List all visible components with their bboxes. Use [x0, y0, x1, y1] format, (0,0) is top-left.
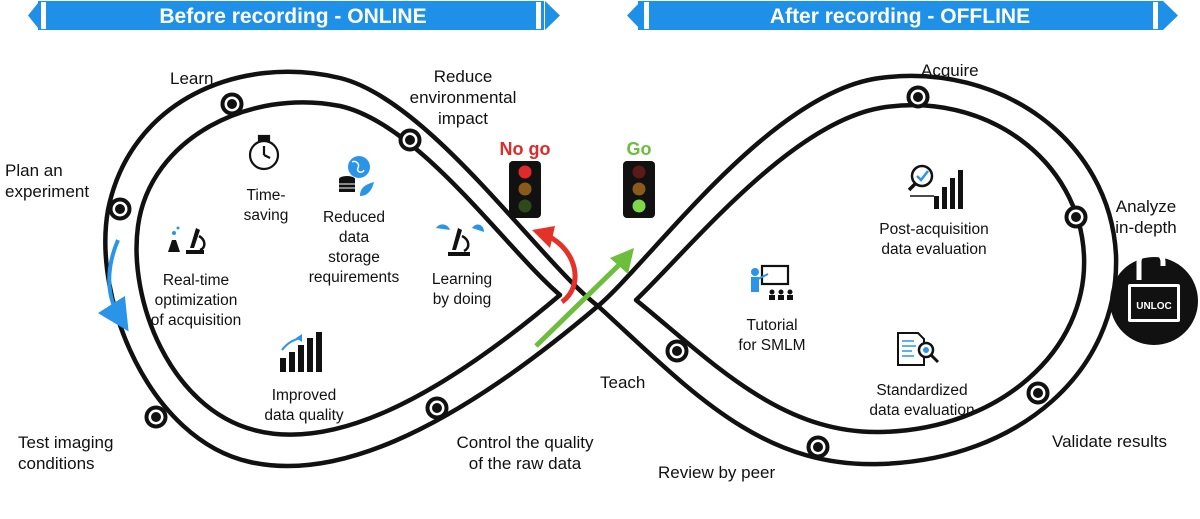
waypoint-test [144, 405, 168, 429]
microscope-hands-icon [436, 224, 484, 256]
step-acquire: Acquire [921, 61, 979, 80]
step-learn: Learn [170, 69, 214, 88]
offline-banner-title: After recording - OFFLINE [770, 5, 1030, 28]
stopwatch-icon [248, 134, 280, 171]
waypoint-reduce [398, 128, 422, 152]
online-banner-title: Before recording - ONLINE [159, 5, 426, 28]
go-traffic-light: Go [623, 139, 655, 218]
microscope-flask-icon [168, 226, 206, 254]
infinity-track [103, 69, 1119, 469]
step-validate: Validate results [1052, 432, 1167, 451]
online-direction-arrow [97, 239, 129, 332]
padlock-unlocked-icon: UNLOC [1110, 241, 1198, 345]
bar-chart-icon [280, 332, 322, 372]
benefit-time-saving: Time-saving [243, 187, 289, 224]
document-magnifier-icon [897, 332, 940, 366]
track-right-outer [595, 73, 1119, 467]
waypoint-control [425, 396, 449, 420]
magnifier-chart-icon [907, 164, 963, 209]
waypoint-acquire [906, 85, 930, 109]
globe-database-icon [339, 156, 374, 196]
nogo-arrow [532, 226, 578, 305]
step-teach: Teach [600, 373, 646, 392]
waypoint-plan [108, 197, 132, 221]
nogo-label: No go [500, 139, 551, 159]
nogo-traffic-light: No go [500, 139, 551, 218]
waypoint-analyze [1064, 205, 1088, 229]
track-waypoints [108, 85, 1088, 459]
teacher-icon [751, 264, 793, 300]
go-label: Go [627, 139, 652, 159]
go-arrow [534, 248, 634, 348]
waypoint-review [806, 435, 830, 459]
track-right-inner [633, 102, 1087, 435]
waypoint-teach [665, 339, 689, 363]
waypoint-learn [220, 92, 244, 116]
step-review-peer: Review by peer [658, 463, 776, 482]
unlock-label: UNLOC [1136, 301, 1172, 312]
waypoint-validate [1026, 381, 1050, 405]
online-banner: Before recording - ONLINE [28, 1, 560, 30]
offline-banner: After recording - OFFLINE [627, 1, 1178, 30]
track-left-outer [103, 69, 601, 469]
